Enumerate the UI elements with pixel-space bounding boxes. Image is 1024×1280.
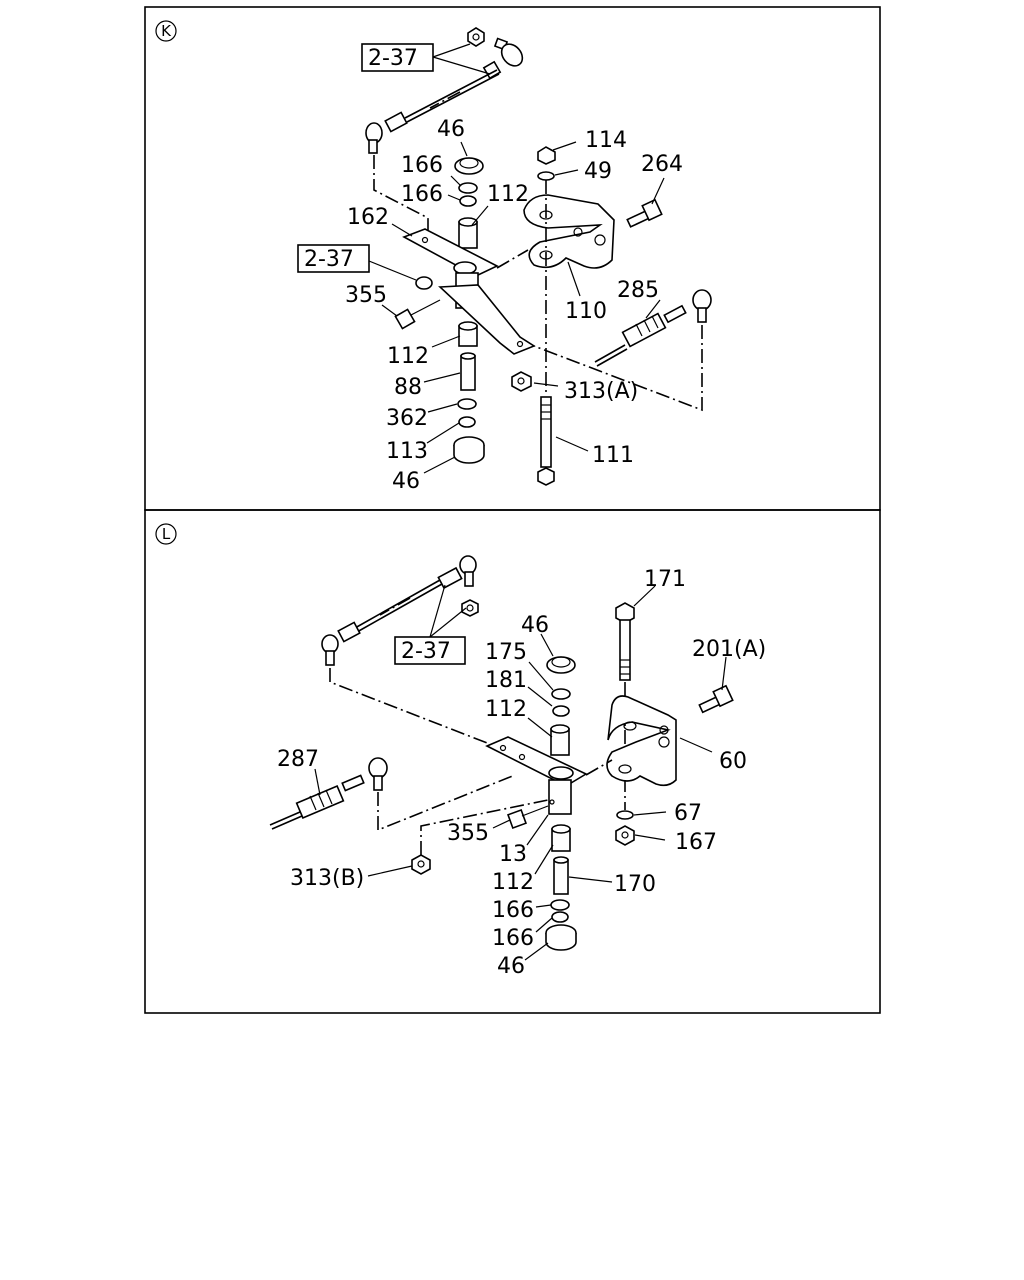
rod-end-top [467, 27, 524, 80]
callout-label: 60 [719, 749, 747, 774]
callout-label: 264 [641, 152, 683, 177]
callout-label: 166 [492, 926, 534, 951]
callout-label: 355 [345, 283, 387, 308]
callout-label: 355 [447, 821, 489, 846]
callout-label: 49 [584, 159, 612, 184]
callout-label: 112 [487, 182, 529, 207]
callout-label: 2-37 [304, 247, 354, 272]
callout-label: 114 [585, 128, 627, 153]
callout-label: 46 [437, 117, 465, 142]
panel-k-marker [155, 20, 177, 42]
callout-label: 166 [492, 898, 534, 923]
callout-label: 46 [392, 469, 420, 494]
callout-label: 2-37 [401, 639, 451, 664]
callout-label: 313(B) [290, 866, 364, 891]
callout-label: 162 [347, 205, 389, 230]
callout-label: 285 [617, 278, 659, 303]
callout-label: 166 [401, 153, 443, 178]
callout-label: 313(A) [564, 379, 638, 404]
callout-label: 287 [277, 747, 319, 772]
callout-label: 46 [521, 613, 549, 638]
panel-l-letter: L [162, 525, 171, 543]
callout-label: 181 [485, 668, 527, 693]
callout-label: 112 [492, 870, 534, 895]
rod-end-top [437, 555, 479, 617]
callout-label: 362 [386, 406, 428, 431]
callout-label: 170 [614, 872, 656, 897]
panel-l-frame [144, 509, 881, 1014]
panel-l-marker [155, 523, 177, 545]
rod-end-left [365, 111, 408, 154]
callout-label: 13 [499, 842, 527, 867]
callout-label: 112 [387, 344, 429, 369]
callout-label: 201(A) [692, 637, 766, 662]
callout-label: 88 [394, 375, 422, 400]
callout-label: 171 [644, 567, 686, 592]
callout-label: 46 [497, 954, 525, 979]
callout-box-left [297, 244, 370, 273]
callout-label: 111 [592, 443, 634, 468]
callout-label: 112 [485, 697, 527, 722]
callout-label: 2-37 [368, 46, 418, 71]
rod-end-left [321, 621, 361, 666]
callout-label: 110 [565, 299, 607, 324]
callout-label: 167 [675, 830, 717, 855]
panel-k: K [155, 20, 712, 494]
panel-l: L [155, 523, 766, 979]
panel-k-letter: K [161, 22, 172, 40]
callout-label: 166 [401, 182, 443, 207]
callout-label: 113 [386, 439, 428, 464]
callout-label: 175 [485, 640, 527, 665]
callout-label: 67 [674, 801, 702, 826]
